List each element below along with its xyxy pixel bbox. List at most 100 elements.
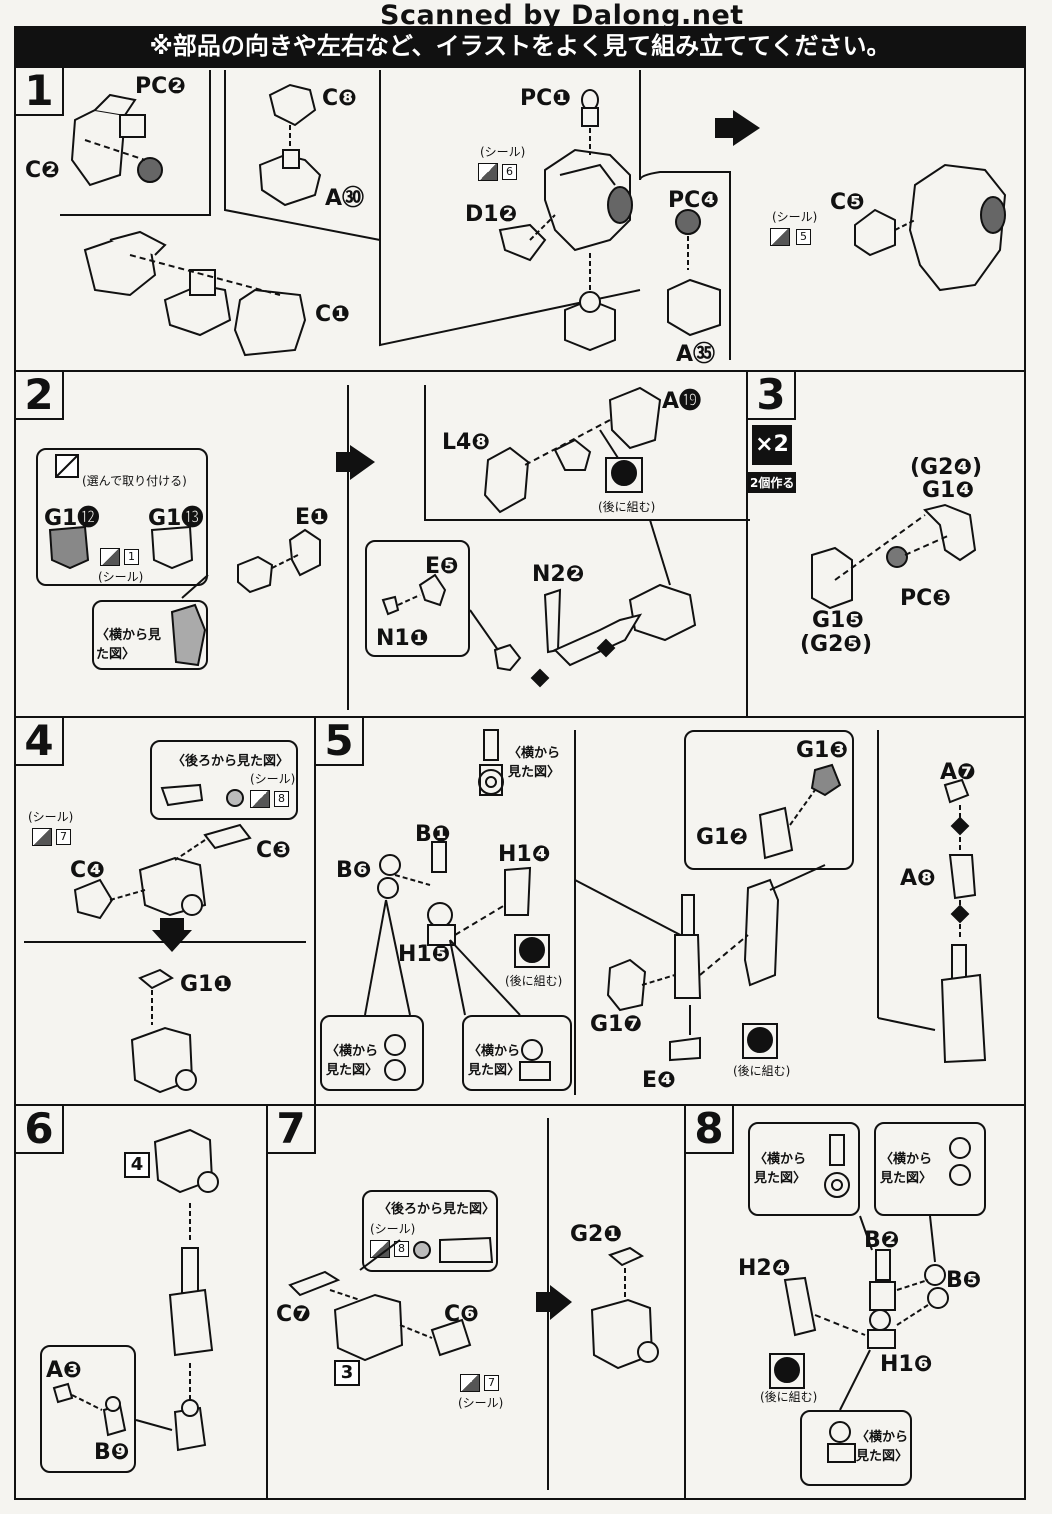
part-label-g11: G1❶ — [180, 972, 232, 997]
part-label-g12: G1❷ — [696, 825, 748, 850]
seal-note: (シール) — [772, 210, 818, 224]
sticker-number-6: 6 — [502, 164, 517, 180]
step-3-panel: 3 — [746, 370, 1026, 718]
seal-note: (シール) — [98, 570, 144, 584]
sticker-icon — [478, 163, 498, 181]
seal-note: (シール) — [480, 145, 526, 159]
later-note: (後に組む) — [505, 974, 563, 988]
step-4-number: 4 — [16, 718, 64, 766]
reference-step-4: 4 — [124, 1152, 150, 1178]
part-label-a8: A❽ — [900, 866, 936, 891]
step-1-number: 1 — [16, 68, 64, 116]
seal-note: (シール) — [28, 810, 74, 824]
part-label-b5: B❺ — [946, 1268, 982, 1293]
side-view-box — [462, 1015, 572, 1091]
step-3-number: 3 — [748, 372, 796, 420]
sticker-number-8: 8 — [274, 791, 289, 807]
times-2-badge: ×2 — [752, 425, 792, 465]
seal-note: (シール) — [458, 1396, 504, 1410]
part-label-h15: H1❺ — [398, 942, 451, 967]
part-label-c4: C❹ — [70, 858, 105, 883]
step-7-panel: 7 — [266, 1104, 686, 1500]
part-label-l48: L4❽ — [442, 430, 490, 455]
part-label-h16: H1❻ — [880, 1352, 933, 1377]
side-view-label: 〈横から見た図〉 — [326, 1044, 379, 1078]
sticker-icon — [770, 228, 790, 246]
part-label-c7: C❼ — [276, 1302, 311, 1327]
part-label-e5: E❺ — [425, 554, 459, 579]
header-banner: ※部品の向きや左右など、イラストをよく見て組み立ててください。 — [14, 26, 1026, 66]
back-view-box — [150, 740, 298, 820]
part-label-n22: N2❷ — [532, 562, 585, 587]
part-label-d12: D1❷ — [465, 202, 518, 227]
side-view-label: 〈横から見た図〉 — [856, 1430, 909, 1464]
make-two-note: 2個作る — [748, 472, 797, 493]
later-note: (後に組む) — [733, 1064, 791, 1078]
step-8-number: 8 — [686, 1106, 734, 1154]
part-label-pc2: PC❷ — [135, 74, 186, 99]
sticker-number-8: 8 — [394, 1241, 409, 1257]
sticker-icon — [250, 790, 270, 808]
part-label-b6: B❻ — [336, 858, 372, 883]
part-label-g25: (G2❺) — [800, 632, 873, 657]
step-8-panel: 8 — [684, 1104, 1026, 1500]
sticker-number-5: 5 — [796, 229, 811, 245]
back-view-label: 〈後ろから見た図〉 — [172, 754, 290, 769]
part-label-c8: C❽ — [322, 86, 357, 111]
part-label-c5: C❺ — [830, 190, 865, 215]
sticker-icon — [100, 548, 120, 566]
sticker-number-7: 7 — [484, 1375, 499, 1391]
part-label-b9: B❾ — [94, 1440, 130, 1465]
side-view-box — [320, 1015, 424, 1091]
part-label-a3: A❸ — [46, 1358, 82, 1383]
part-label-c3: C❸ — [256, 838, 291, 863]
seal-note: (シール) — [250, 772, 296, 786]
sticker-icon — [32, 828, 52, 846]
step-5-number: 5 — [316, 718, 364, 766]
step-2-number: 2 — [16, 372, 64, 420]
part-label-a19: A⓳ — [662, 389, 702, 414]
side-view-label: 〈横から見た図〉 — [754, 1152, 807, 1186]
sub-assembly-box — [365, 540, 470, 657]
part-label-a35: A㉟ — [676, 342, 716, 367]
side-view-label: 〈横から見た図〉 — [96, 628, 162, 662]
side-view-label: 〈横から見た図〉 — [508, 746, 561, 780]
part-label-pc3: PC❸ — [900, 586, 951, 611]
part-label-h24: H2❹ — [738, 1256, 791, 1281]
part-label-c2: C❷ — [25, 158, 60, 183]
part-label-e4: E❹ — [642, 1068, 676, 1093]
later-note: (後に組む) — [598, 500, 656, 514]
part-label-n11: N1❶ — [376, 626, 429, 651]
side-view-label: 〈横から見た図〉 — [468, 1044, 521, 1078]
sticker-number-7: 7 — [56, 829, 71, 845]
seal-note: (シール) — [370, 1222, 416, 1236]
part-label-g13: G1❸ — [796, 738, 848, 763]
step-7-number: 7 — [268, 1106, 316, 1154]
part-label-pc1: PC❶ — [520, 86, 571, 111]
part-label-g17: G1❼ — [590, 1012, 642, 1037]
part-label-g15: G1❺ — [812, 608, 864, 633]
part-label-g113: G1⓭ — [148, 506, 204, 531]
sticker-number-1: 1 — [124, 549, 139, 565]
part-label-b2: B❷ — [864, 1228, 900, 1253]
part-label-g112: G1⓬ — [44, 506, 100, 531]
select-note: (選んで取り付ける) — [82, 474, 187, 488]
watermark: Scanned by Dalong.net — [380, 0, 744, 31]
sticker-icon — [460, 1374, 480, 1392]
step-6-number: 6 — [16, 1106, 64, 1154]
back-view-label: 〈後ろから見た図〉 — [378, 1202, 496, 1217]
part-label-h14: H1❹ — [498, 842, 551, 867]
part-label-e1: E❶ — [295, 505, 329, 530]
part-label-g21: G2❶ — [570, 1222, 622, 1247]
part-label-g14: G1❹ — [922, 478, 974, 503]
part-label-g24: (G2❹) — [910, 455, 983, 480]
